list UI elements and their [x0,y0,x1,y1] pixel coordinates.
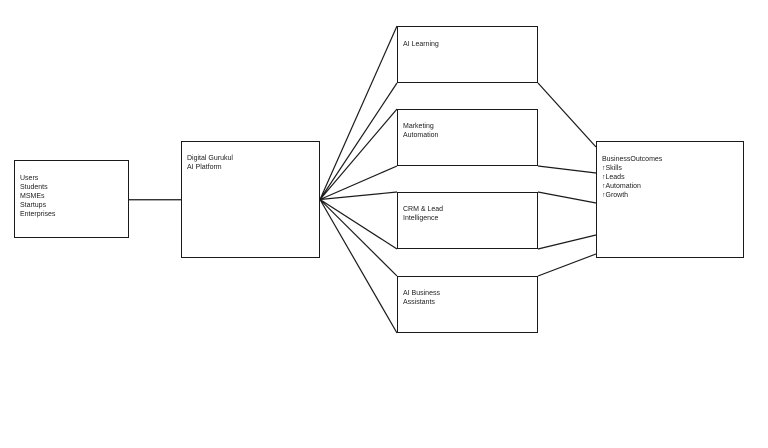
marketing-node-text: Marketing Automation [403,122,438,140]
connector-platform-to-ai-learning [319,82,398,200]
users-node-text: Users Students MSMEs Startups Enterprise… [20,174,55,219]
platform-line: AI Platform [187,164,222,171]
users-line: Startups [20,202,47,209]
connector-platform-to-marketing [319,108,398,200]
outcomes-line: ↑Leads [602,174,625,181]
users-line: Enterprises [20,211,56,218]
crm-node-text: CRM & Lead Intelligence [403,205,443,223]
ai-learning-line: AI Learning [403,41,439,48]
marketing-automation-node: Marketing Automation [397,109,538,166]
connector-platform-to-crm [319,191,398,201]
ai-learning-node: AI Learning [397,26,538,83]
users-line: Users [20,175,39,182]
business-outcomes-node: BusinessOutcomes ↑Skills ↑Leads ↑Automat… [596,141,744,258]
outcomes-line: ↑Growth [602,192,629,199]
platform-node: Digital Gurukul AI Platform [181,141,320,258]
outcomes-title: BusinessOutcomes [602,156,663,163]
connector-marketing-to-outcomes [537,165,597,174]
connector-platform-to-assistants [319,199,398,277]
marketing-line: Marketing [403,123,434,130]
assistants-line: AI Business [403,290,440,297]
crm-line: Intelligence [403,215,439,222]
platform-node-text: Digital Gurukul AI Platform [187,154,233,172]
outcomes-line: ↑Automation [602,183,641,190]
outcomes-node-text: BusinessOutcomes ↑Skills ↑Leads ↑Automat… [602,155,662,200]
marketing-line: Automation [403,132,439,139]
platform-line: Digital Gurukul [187,155,233,162]
connector-platform-to-ai-learning [319,25,398,200]
users-node: Users Students MSMEs Startups Enterprise… [14,160,129,238]
connector-crm-to-outcomes [537,234,597,250]
assistants-line: Assistants [403,299,435,306]
connector-assistants-to-outcomes [537,253,597,277]
ai-learning-node-text: AI Learning [403,40,439,49]
connector-platform-to-marketing [319,165,398,201]
ai-business-assistants-node: AI Business Assistants [397,276,538,333]
users-line: MSMEs [20,193,45,200]
crm-line: CRM & Lead [403,206,444,213]
connector-platform-to-assistants [319,199,398,334]
outcomes-line: ↑Skills [602,165,622,172]
connector-ai-learning-to-outcomes [537,82,597,148]
assistants-node-text: AI Business Assistants [403,289,440,307]
connector-platform-to-crm [319,198,398,250]
connector-crm-to-outcomes [537,191,597,204]
crm-lead-intelligence-node: CRM & Lead Intelligence [397,192,538,249]
users-line: Students [20,184,48,191]
